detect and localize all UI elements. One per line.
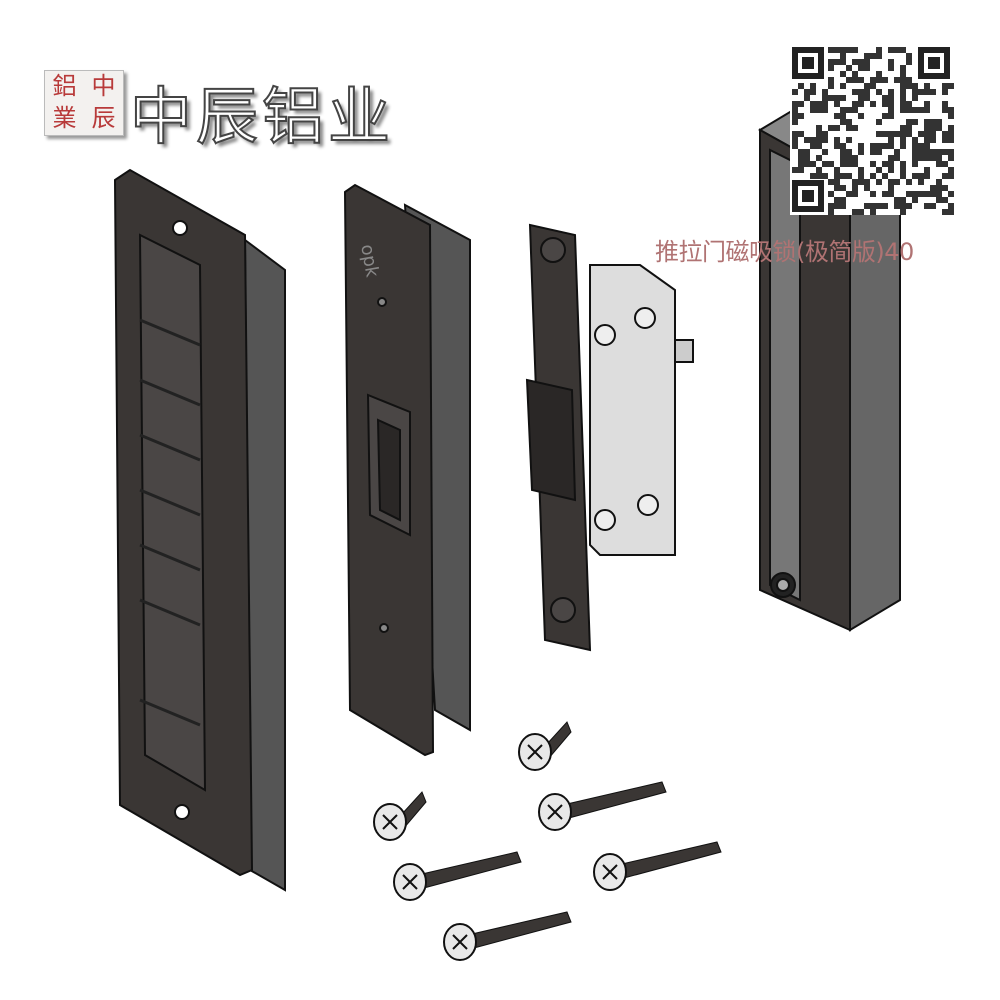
- latch-body: [525, 223, 694, 652]
- screw: [538, 781, 667, 831]
- seal-char: 辰: [91, 104, 116, 132]
- brand-name: 中辰铝业: [129, 79, 395, 154]
- seal-char: 鋁: [52, 72, 77, 100]
- screw: [373, 791, 427, 841]
- seal-char: 中: [91, 72, 116, 100]
- screw: [593, 841, 722, 891]
- seal-char: 業: [52, 104, 77, 132]
- screws: [373, 721, 722, 961]
- frame-plate: [113, 168, 286, 892]
- product-title: 推拉门磁吸锁(极简版)40: [655, 238, 914, 266]
- logo-seal: 鋁 中 業 辰: [44, 70, 124, 136]
- qr-code-icon: [790, 45, 954, 215]
- screw: [443, 911, 572, 961]
- screw: [518, 721, 572, 771]
- strike-plate: opk: [343, 183, 471, 757]
- screw: [393, 851, 522, 901]
